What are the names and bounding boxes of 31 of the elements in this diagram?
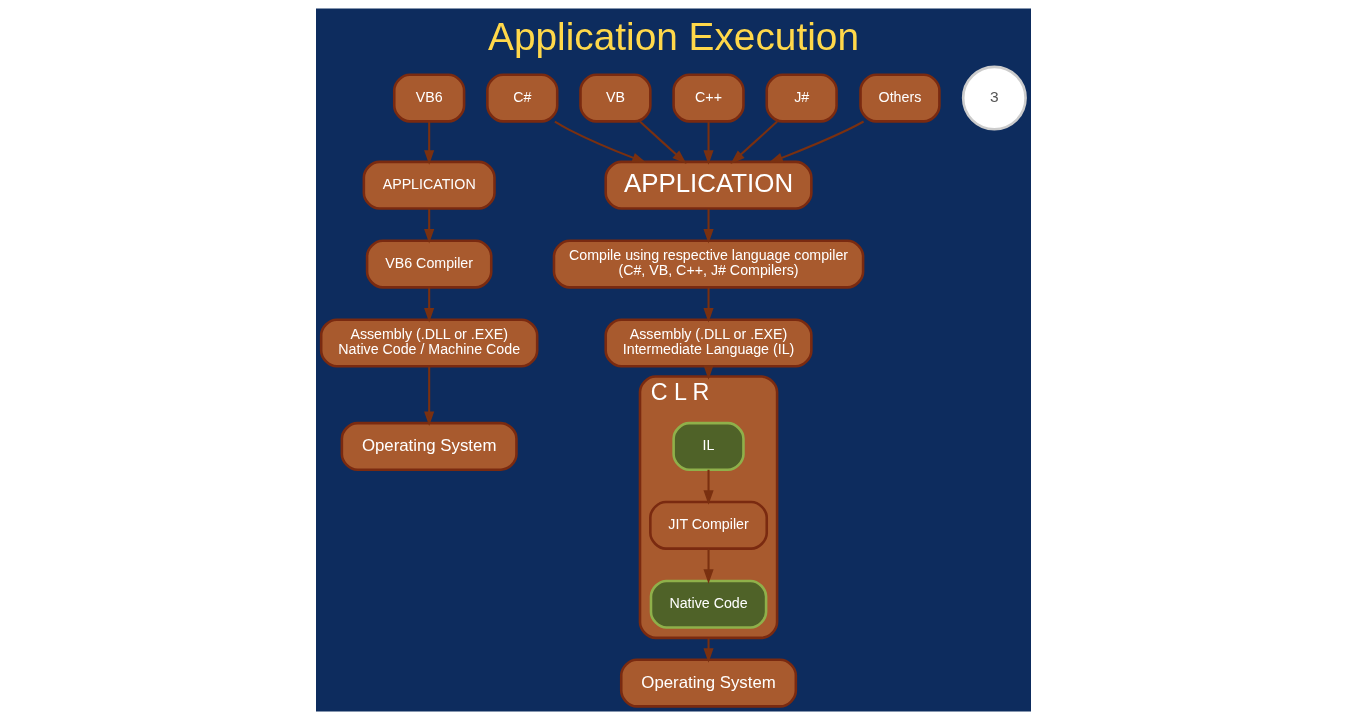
arrow [703, 548, 714, 584]
arrow [703, 469, 714, 505]
arrow [424, 287, 435, 323]
node-box: VB6 [392, 73, 466, 123]
arrow [424, 208, 435, 244]
arrow [703, 121, 714, 165]
label: 3 [990, 88, 999, 106]
node-box: Operating System [340, 421, 518, 471]
node-box: APPLICATION [604, 160, 813, 210]
arrow [703, 208, 714, 244]
arrow [554, 120, 647, 163]
node-box: VB [579, 73, 652, 123]
node-box: J# [765, 73, 838, 123]
arrow [424, 366, 435, 426]
node-box: C# [486, 73, 559, 123]
node-box: Compile using respective language compiler (C#, VB, C++, J# Compilers) [552, 239, 865, 289]
node-box: Operating System [619, 658, 798, 708]
arrow [424, 121, 435, 165]
arrow [639, 120, 687, 164]
node-box: IL [672, 421, 745, 471]
node-box: Assembly (.DLL or .EXE) Native Code / Machine Code [319, 318, 539, 368]
arrow [730, 120, 778, 164]
arrow [703, 287, 714, 323]
diagram-title: Application Execution [488, 14, 859, 58]
node-box: Native Code [649, 579, 768, 629]
node-box: Others [859, 73, 941, 123]
arrow [768, 120, 865, 163]
node-box: APPLICATION [362, 160, 496, 210]
node-box: VB6 Compiler [365, 239, 493, 289]
node-box: JIT Compiler [649, 500, 769, 550]
node-box: C++ [672, 73, 745, 123]
